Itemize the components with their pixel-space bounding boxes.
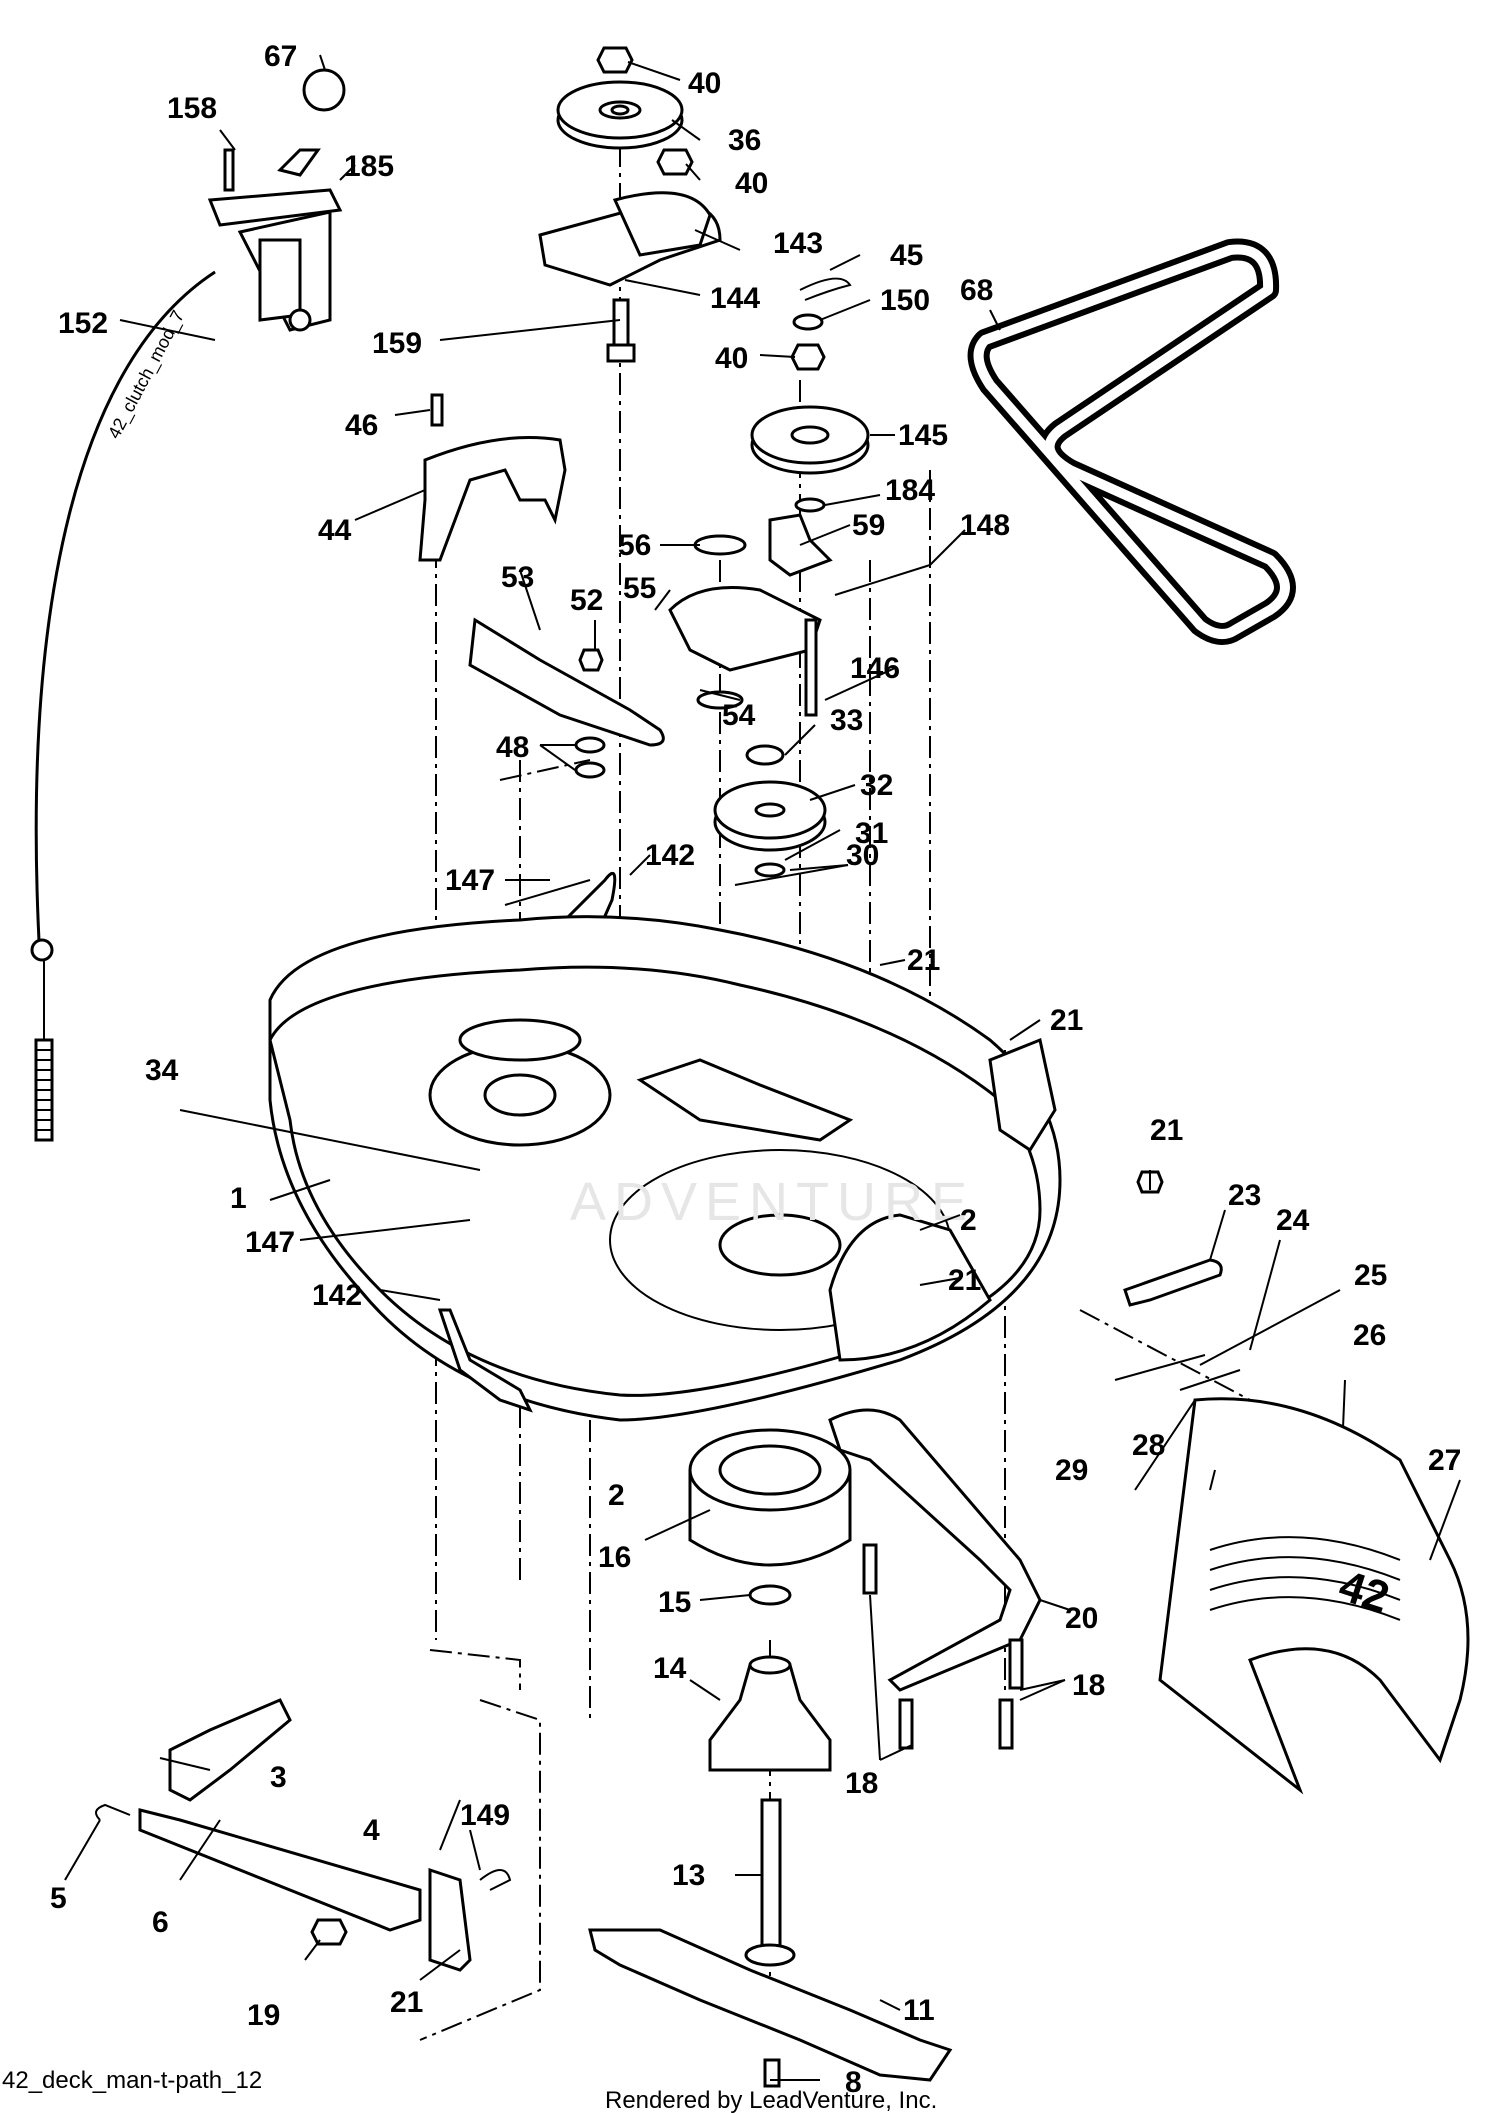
part-label-150: 150 [880, 284, 930, 317]
part-label-21: 21 [1050, 1004, 1083, 1037]
part-label-55: 55 [623, 572, 656, 605]
part-label-40: 40 [688, 67, 721, 100]
part-label-45: 45 [890, 239, 923, 272]
spindle-assembly [688, 1428, 852, 1967]
part-label-159: 159 [372, 327, 422, 360]
part-label-11: 11 [903, 1994, 935, 2027]
part-label-48: 48 [496, 731, 529, 764]
watermark: ADVENTURE [570, 1172, 975, 1232]
center-pulley [713, 744, 827, 878]
part-label-19: 19 [247, 1999, 280, 2032]
idler-pulley-assembly [538, 46, 722, 363]
part-label-31: 31 [855, 817, 888, 850]
part-labels: 67 158 185 152 40 36 40 143 144 45 150 4… [50, 40, 1461, 2099]
part-label-54: 54 [722, 699, 756, 732]
part-label-53: 53 [501, 561, 534, 594]
part-label-32: 32 [860, 769, 893, 802]
part-label-146: 146 [850, 652, 900, 685]
part-label-18: 18 [1072, 1669, 1105, 1702]
lift-linkage [95, 1698, 512, 1972]
washers-48 [574, 736, 606, 779]
part-label-46: 46 [345, 409, 378, 442]
idler-arm-brackets [468, 513, 931, 747]
clutch-bracket [207, 68, 346, 332]
idler-pulley-2 [750, 277, 870, 513]
part-label-52: 52 [570, 584, 603, 617]
part-label-1: 1 [230, 1182, 247, 1215]
part-label-8: 8 [845, 2066, 862, 2099]
part-label-21: 21 [1150, 1114, 1183, 1147]
part-label-23: 23 [1228, 1179, 1261, 1212]
part-label-14: 14 [653, 1652, 687, 1685]
part-label-18: 18 [845, 1767, 878, 1800]
part-label-2: 2 [960, 1204, 977, 1237]
part-label-21: 21 [390, 1986, 423, 2019]
part-label-40: 40 [715, 342, 748, 375]
part-label-25: 25 [1354, 1259, 1387, 1292]
baffle [828, 1408, 1042, 1750]
part-label-2: 2 [608, 1479, 625, 1512]
part-label-29: 29 [1055, 1454, 1088, 1487]
part-label-143: 143 [773, 227, 823, 260]
part-label-142: 142 [312, 1279, 362, 1312]
part-label-59: 59 [852, 509, 885, 542]
render-credit: Rendered by LeadVenture, Inc. [605, 2087, 937, 2113]
part-label-33: 33 [830, 704, 863, 737]
part-label-184: 184 [885, 474, 935, 507]
part-label-68: 68 [960, 274, 993, 307]
part-label-44: 44 [318, 514, 352, 547]
part-label-20: 20 [1065, 1602, 1098, 1635]
part-label-34: 34 [145, 1054, 179, 1087]
diagram-reference-code: 42_deck_man-t-path_12 [2, 2067, 262, 2094]
belt-guard [418, 393, 567, 562]
part-label-148: 148 [960, 509, 1010, 542]
v-belt [967, 238, 1296, 645]
discharge-chute: 42 [1114, 1354, 1470, 1795]
part-label-27: 27 [1428, 1444, 1461, 1477]
part-label-26: 26 [1353, 1319, 1386, 1352]
leader-lines [64, 54, 1461, 2081]
part-label-21: 21 [907, 944, 940, 977]
part-label-147: 147 [245, 1226, 295, 1259]
part-label-144: 144 [710, 282, 760, 315]
part-label-67: 67 [264, 40, 297, 73]
part-label-6: 6 [152, 1906, 169, 1939]
part-label-142: 142 [645, 839, 695, 872]
part-label-152: 152 [58, 307, 108, 340]
part-label-3: 3 [270, 1761, 287, 1794]
part-label-56: 56 [618, 529, 651, 562]
part-label-28: 28 [1132, 1429, 1165, 1462]
part-label-24: 24 [1276, 1204, 1310, 1237]
part-label-13: 13 [672, 1859, 705, 1892]
lower-arm-142 [437, 1308, 533, 1413]
part-label-15: 15 [658, 1586, 691, 1619]
part-label-30: 30 [846, 839, 879, 872]
part-label-147: 147 [445, 864, 495, 897]
clutch-cable: 42_clutch_mod_7 [30, 270, 216, 1142]
part-label-21: 21 [948, 1264, 981, 1297]
part-label-5: 5 [50, 1882, 67, 1915]
part-label-149: 149 [460, 1799, 510, 1832]
part-label-16: 16 [598, 1541, 631, 1574]
part-label-158: 158 [167, 92, 217, 125]
part-label-40: 40 [735, 167, 768, 200]
part-label-36: 36 [728, 124, 761, 157]
part-label-185: 185 [344, 150, 394, 183]
mower-deck: ADVENTURE [268, 915, 1062, 1422]
part-label-4: 4 [363, 1814, 380, 1847]
part-label-145: 145 [898, 419, 948, 452]
